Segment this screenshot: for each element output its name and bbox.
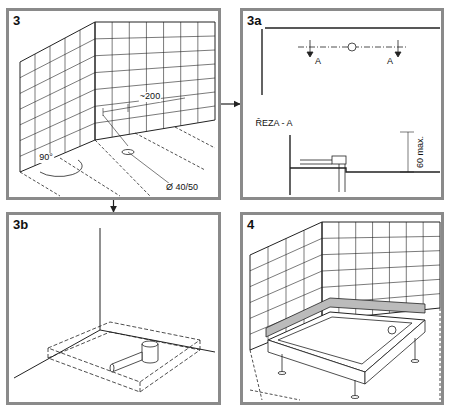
step-panel: 3: [6, 8, 221, 200]
angle: 90°: [38, 153, 54, 163]
step-number: 3: [9, 12, 24, 29]
step-panel: 3a: [240, 8, 444, 200]
step-number: 4: [243, 216, 258, 233]
tray-position: [14, 228, 215, 392]
step-panel: 4: [240, 212, 444, 405]
step-number: 3a: [243, 12, 265, 29]
dimension: ~200: [139, 92, 161, 102]
tiled-corner: [20, 22, 215, 196]
pipe-diameter: Ø 40/50: [165, 183, 199, 193]
plan-and-section: [262, 28, 440, 195]
section-mark: A: [314, 57, 322, 67]
section-title: ŘEZA - A: [254, 119, 293, 129]
tray-installed: [250, 222, 440, 400]
dimension: 60 max.: [416, 135, 426, 169]
section-mark: A: [386, 57, 394, 67]
step-number: 3b: [9, 216, 32, 233]
step-arrow: [221, 103, 240, 104]
step-arrow: [113, 200, 114, 212]
step-panel: 3b: [6, 212, 221, 405]
